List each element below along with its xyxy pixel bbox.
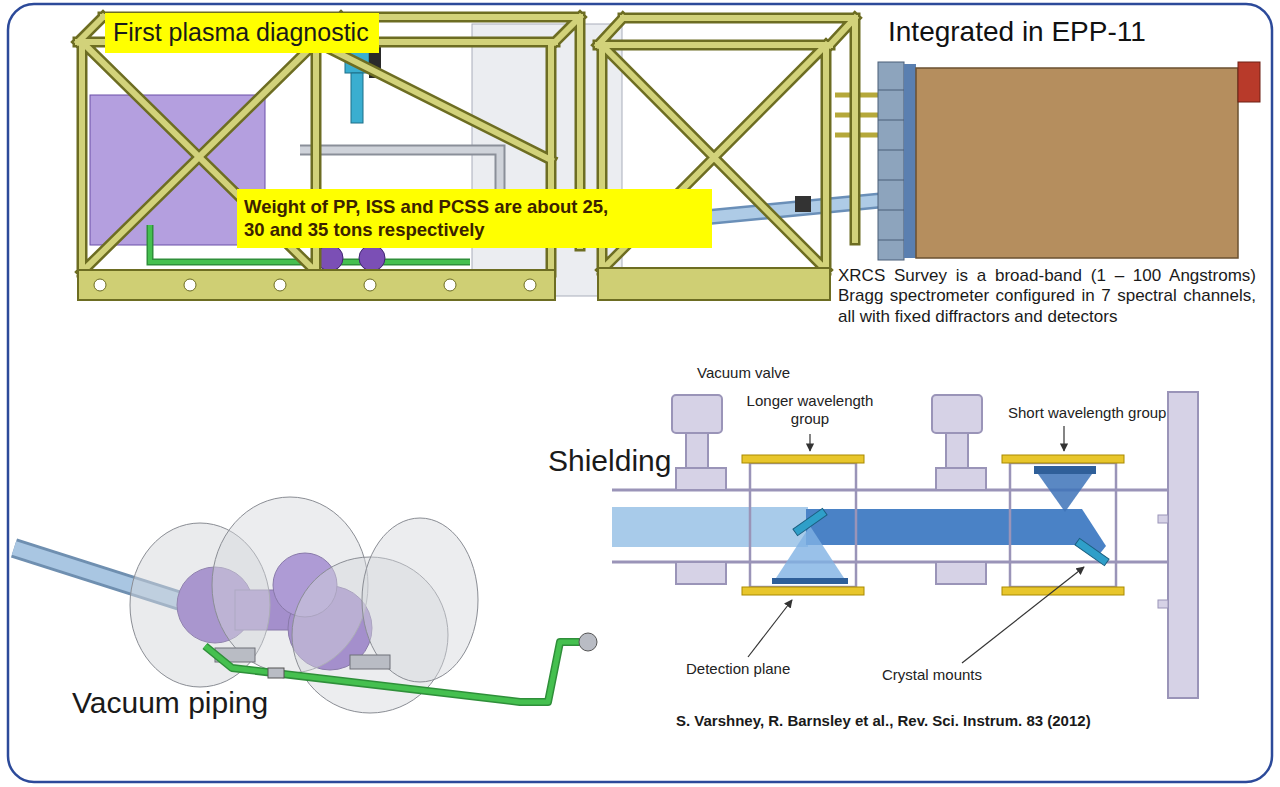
base-hole (184, 279, 196, 291)
leader-line (809, 434, 810, 451)
label-anchor: Crystal mounts (882, 666, 982, 683)
frame-base (598, 268, 830, 300)
callout-title: Integrated in EPP-11 (888, 16, 1146, 48)
vacuum-valve (936, 468, 986, 490)
spectrometer-schematic (612, 392, 1198, 698)
part-label: Vacuum valve (697, 364, 790, 381)
epp-body (916, 68, 1238, 258)
part-label: Short wavelength group (1008, 404, 1166, 421)
diffracted-beam (776, 526, 844, 578)
part-label: Shielding (548, 444, 671, 479)
label-anchor: Longer wavelength group (740, 392, 880, 428)
base-hole (274, 279, 286, 291)
pipe-clamp (268, 668, 284, 678)
pump (359, 245, 385, 271)
detector (772, 578, 848, 584)
chamber-plate (742, 587, 864, 595)
crystal (1075, 538, 1109, 565)
citation: S. Varshney, R. Barnsley et al., Rev. Sc… (676, 712, 1091, 729)
part-label: Detection plane (686, 660, 790, 677)
vacuum-valve (936, 562, 986, 584)
base-hole (444, 279, 456, 291)
node-text: Weight of PP, ISS and PCSS are about 25,… (244, 195, 616, 241)
part-label: Vacuum piping (72, 686, 268, 721)
crystal (793, 508, 827, 535)
note-box: Weight of PP, ISS and PCSS are about 25,… (237, 189, 712, 248)
cyan-device (351, 73, 363, 123)
base-hole (364, 279, 376, 291)
frame-base (78, 270, 555, 300)
base-hole (94, 279, 106, 291)
label-anchor: Vacuum valve (697, 364, 790, 381)
label-anchor: Shielding (548, 444, 671, 479)
vacuum-valve (932, 395, 982, 433)
vacuum-valve (946, 433, 968, 468)
chamber-plate (1002, 455, 1124, 463)
part-label: Crystal mounts (882, 666, 982, 683)
end-flange (1168, 392, 1198, 698)
chamber (750, 463, 856, 587)
pipe-valve (579, 633, 597, 651)
detector (1034, 466, 1096, 474)
vacuum-valve (676, 562, 726, 584)
vacuum-valve (676, 468, 726, 490)
label-anchor: Integrated in EPP-11 (888, 16, 1146, 48)
highlight-box: First plasma diagnostic (105, 13, 379, 53)
node-text: First plasma diagnostic (113, 17, 371, 48)
vacuum-valve (686, 433, 708, 468)
flange-grid (878, 90, 904, 240)
label-anchor: XRCS Survey is a broad-band (1 – 100 Ang… (838, 266, 1256, 327)
vacuum-valve (672, 395, 722, 433)
support-foot (350, 655, 390, 669)
part-label: Longer wavelength group (740, 392, 880, 428)
leader-line (748, 600, 792, 657)
label-anchor: Detection plane (686, 660, 790, 677)
pipe-flange (795, 196, 811, 212)
base-hole (524, 279, 536, 291)
diffracted-beam (1038, 474, 1092, 512)
label-anchor: Vacuum piping (72, 686, 268, 721)
description-text: XRCS Survey is a broad-band (1 – 100 Ang… (838, 266, 1256, 327)
epp-flange (878, 62, 904, 260)
leader-line (962, 567, 1084, 663)
chamber-plate (1002, 587, 1124, 595)
epp-cap (1238, 62, 1260, 102)
flange-pin (1158, 515, 1168, 523)
x-ray-beam (612, 507, 808, 547)
flange-pin (1158, 600, 1168, 608)
chamber (1010, 463, 1116, 587)
label-anchor: S. Varshney, R. Barnsley et al., Rev. Sc… (676, 712, 1091, 729)
slide-border (8, 4, 1272, 782)
shielding-assembly (14, 497, 597, 713)
epp-strip (904, 64, 916, 258)
chamber-plate (742, 455, 864, 463)
port-plug-assembly (78, 17, 1260, 300)
label-anchor: Short wavelength group (1008, 404, 1166, 421)
x-ray-beam (806, 509, 1082, 545)
leader-line (1063, 426, 1064, 451)
